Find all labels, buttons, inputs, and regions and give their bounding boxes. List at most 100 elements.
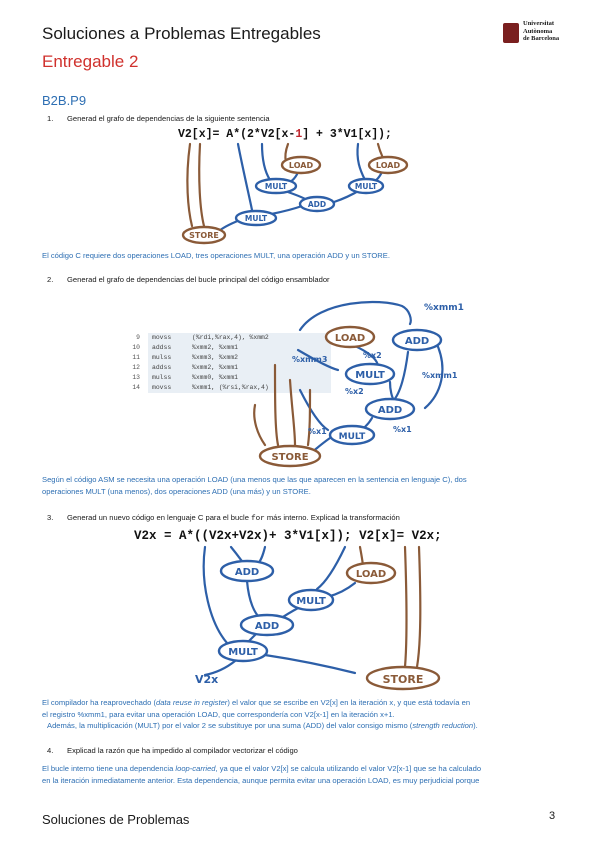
asm-op: mulss xyxy=(152,374,172,381)
q1-arrow-2-mult xyxy=(260,142,272,182)
q1-load-node-1 xyxy=(280,155,322,175)
asm-row: 9 movss (%rdi,%rax,4), %xmm2 xyxy=(118,333,338,343)
q2-store-label: STORE xyxy=(271,452,308,463)
q3-mult-node-1 xyxy=(287,588,335,612)
question-2-text: Generad el grafo de dependencias del buc… xyxy=(67,275,330,284)
q1-load-node-2 xyxy=(367,155,409,175)
q2-answer: Según el código ASM se necesita una oper… xyxy=(42,474,467,497)
asm-op: movss xyxy=(152,334,172,341)
q4-answer-line-2: en la iteración inmediatamente anterior.… xyxy=(42,775,480,785)
q3-load-label: LOAD xyxy=(356,569,386,580)
logo-line-1: Universitat xyxy=(523,20,555,27)
q2-annotation-x2-a: %x2 xyxy=(363,351,382,360)
logo-line-3: de Barcelona xyxy=(523,35,560,42)
q2-add-label-1: ADD xyxy=(405,336,429,347)
q2-mult-node-2 xyxy=(328,424,376,446)
q2-answer-line-2: operaciones MULT (una menos), dos operac… xyxy=(42,486,311,496)
document-title: Soluciones a Problemas Entregables xyxy=(42,24,321,43)
q2-store-node xyxy=(258,444,322,468)
q4-answer-line-1: El bucle interno tiene una dependencia l… xyxy=(42,763,562,775)
question-3-text-code: for xyxy=(251,515,265,523)
asm-args: %xmm1, (%rsi,%rax,4) xyxy=(192,384,269,391)
q2-edge-top-add xyxy=(298,300,412,332)
asm-args: %xmm3, %xmm2 xyxy=(192,354,239,361)
q3-code: V2x = A*((V2x+V2x)+ 3*V1[x]); V2[x]= V2x… xyxy=(134,529,442,543)
q3-edge-store-b xyxy=(415,545,422,669)
q2-mult-label-2: MULT xyxy=(339,432,367,442)
q3-answer-l1-b: ) el valor que se escribe en V2[x] en la… xyxy=(227,698,471,707)
q2-annotation-xmm1-right: %xmm1 xyxy=(422,371,458,380)
footer-title: Soluciones de Problemas xyxy=(42,812,190,827)
asm-args: %xmm2, %xmm1 xyxy=(192,344,239,351)
q2-load-node xyxy=(324,325,376,349)
q4-answer-l1-b: , ya que el valor V2[x] se calcula utili… xyxy=(215,764,482,773)
q1-add-label: ADD xyxy=(308,200,326,209)
question-1-text: Generad el grafo de dependencias de la s… xyxy=(67,114,270,123)
asm-line-number: 14 xyxy=(132,384,140,391)
asm-line-number: 12 xyxy=(132,364,140,371)
question-3-text-a: Generad un nuevo código en lenguaje C pa… xyxy=(67,513,252,522)
q1-code: V2[x]= A*(2*V2[x-1] + 3*V1[x]); xyxy=(178,128,392,141)
asm-op: addss xyxy=(152,364,172,371)
question-1-number: 1. xyxy=(47,114,54,123)
q3-edge-mult2-v2x xyxy=(203,659,237,677)
q3-answer-l3-a: Además, la multiplicación (MULT) por el … xyxy=(47,721,413,730)
q1-mult-node-1 xyxy=(254,177,298,195)
asm-line-number: 9 xyxy=(136,334,140,341)
q3-answer-l3-em: strength reduction xyxy=(412,721,474,730)
q3-mult-label-1: MULT xyxy=(296,596,326,607)
q1-answer: El código C requiere dos operaciones LOA… xyxy=(42,251,390,260)
q2-edge-add-add xyxy=(390,350,410,404)
asm-args: (%rdi,%rax,4), %xmm2 xyxy=(192,334,269,341)
q2-edge-code-mult xyxy=(296,348,340,372)
q3-edge-3-mult xyxy=(315,545,347,591)
q1-arrow-3-mult xyxy=(356,142,367,182)
q3-answer-l1-a: El compilador ha reaprovechado ( xyxy=(42,698,156,707)
q2-edge-mult-add2 xyxy=(388,380,396,402)
question-1: 1. Generad el grafo de dependencias de la… xyxy=(47,114,270,123)
q1-mult-node-3 xyxy=(234,209,278,227)
q2-annotation-x1-b: %x1 xyxy=(308,427,327,436)
q2-answer-line-1: Según el código ASM se necesita una oper… xyxy=(42,475,467,484)
asm-line-number: 10 xyxy=(132,344,140,351)
q1-code-part-b: ] + 3*V1[x]); xyxy=(302,128,392,141)
q3-code-part-b: V2[x]= V2x; xyxy=(359,529,442,543)
q3-answer: El compilador ha reaprovechado (data reu… xyxy=(42,697,562,732)
q2-annotation-xmm3: %xmm3 xyxy=(292,355,327,364)
q1-mult-node-2 xyxy=(347,177,385,195)
q1-load-label-2: LOAD xyxy=(376,161,401,170)
q4-answer: El bucle interno tiene una dependencia l… xyxy=(42,763,562,786)
q3-answer-line-3: Además, la multiplicación (MULT) por el … xyxy=(42,720,562,732)
q3-edge-store-a xyxy=(403,545,408,669)
q3-answer-l1-em: data reuse in register xyxy=(155,698,228,707)
q3-edge-add-add2 xyxy=(245,579,261,619)
logo-mark-icon xyxy=(503,23,519,43)
asm-line-number: 11 xyxy=(132,354,140,361)
question-2-number: 2. xyxy=(47,275,54,284)
asm-line-number: 13 xyxy=(132,374,140,381)
q3-edge-mult2-store xyxy=(263,653,357,675)
q3-answer-line-1: El compilador ha reaprovechado (data reu… xyxy=(42,697,562,709)
q2-edge-store-b xyxy=(288,378,297,447)
q1-mult-label-2: MULT xyxy=(355,182,378,191)
q1-arrow-store-a xyxy=(186,142,194,228)
question-4-text: Explicad la razón que ha impedido al com… xyxy=(67,746,298,755)
q1-load-label-1: LOAD xyxy=(289,161,314,170)
q3-load-node xyxy=(345,561,397,585)
q1-add-node xyxy=(298,195,336,213)
q1-store-node xyxy=(181,225,227,245)
question-3: 3.Generad un nuevo código en lenguaje C … xyxy=(47,513,400,523)
q2-mult-label-1: MULT xyxy=(355,370,385,381)
q2-edge-store-d xyxy=(253,403,267,447)
document-subtitle: Entregable 2 xyxy=(42,52,139,71)
question-2: 2. Generad el grafo de dependencias del b… xyxy=(47,275,330,284)
asm-row: 12 addss %xmm2, %xmm1 xyxy=(118,363,338,373)
q2-annotation-xmm1-top: %xmm1 xyxy=(424,303,464,313)
asm-args: %xmm2, %xmm1 xyxy=(192,364,239,371)
q4-answer-l1-a: El bucle interno tiene una dependencia xyxy=(42,764,176,773)
